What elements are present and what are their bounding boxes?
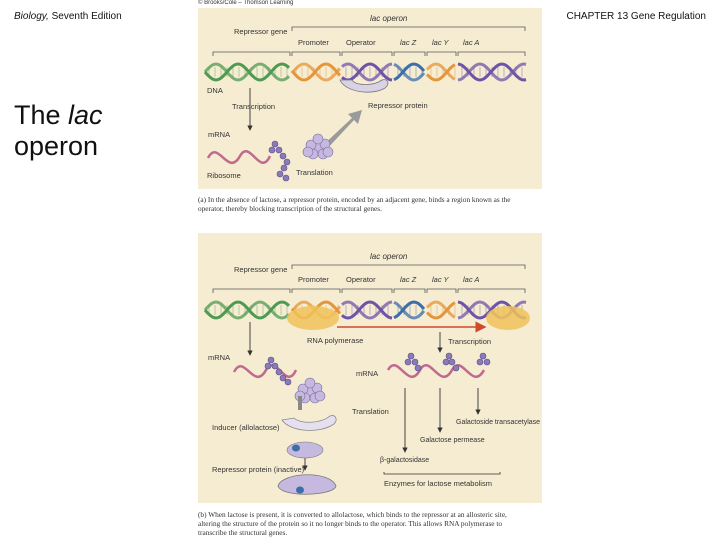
panel-a-caption: (a) In the absence of lactose, a repress… — [198, 195, 511, 213]
slide-title-suffix: operon — [14, 131, 99, 161]
book-edition: Seventh Edition — [51, 11, 122, 22]
panel-b-background — [198, 233, 542, 503]
book-title: Biology, — [14, 11, 49, 22]
slide-title-prefix: The — [14, 100, 69, 130]
panel-b-caption: (b) When lactose is present, it is conve… — [198, 510, 507, 537]
panel-a-background — [198, 8, 542, 189]
chapter-header: CHAPTER 13 Gene Regulation — [566, 11, 706, 22]
slide-title: The lac operon — [14, 100, 103, 162]
figure-credit: © Brooks/Cole – Thomson Learning — [198, 0, 294, 6]
book-header: Biology, Seventh Edition — [14, 11, 122, 22]
lac-operon-figure — [198, 0, 542, 540]
slide-title-italic: lac — [68, 100, 103, 130]
